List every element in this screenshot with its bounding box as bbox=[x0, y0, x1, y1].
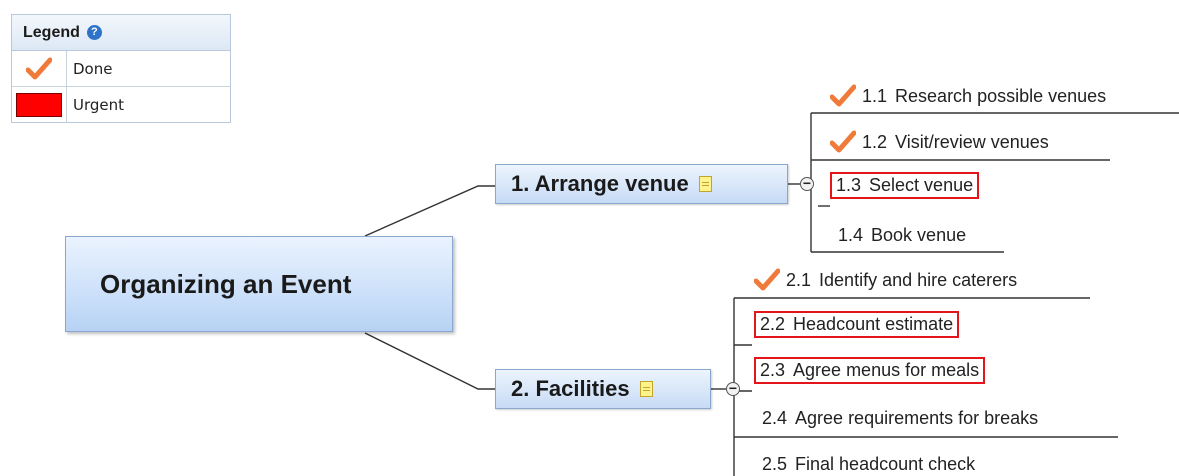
subtopic-number: 1.3 bbox=[836, 175, 862, 195]
collapse-toggle-topic-2[interactable]: − bbox=[726, 381, 740, 396]
subtopic-label: Book venue bbox=[871, 225, 967, 245]
subtopic-number: 2.1 bbox=[786, 269, 812, 290]
subtopic-2-4[interactable]: 2.4 Agree requirements for breaks bbox=[762, 408, 1038, 429]
subtopic-number: 2.3 bbox=[760, 360, 786, 380]
legend-label-urgent: Urgent bbox=[73, 95, 125, 114]
topic-label: 2. Facilities bbox=[511, 376, 630, 401]
topic-arrange-venue[interactable]: 1. Arrange venue bbox=[495, 164, 788, 204]
check-icon bbox=[754, 268, 780, 291]
topic-facilities[interactable]: 2. Facilities bbox=[495, 369, 711, 409]
help-icon[interactable]: ? bbox=[86, 25, 102, 40]
subtopic-label: Agree requirements for breaks bbox=[795, 408, 1039, 428]
subtopic-label: Research possible venues bbox=[895, 85, 1107, 106]
subtopic-label: Agree menus for meals bbox=[793, 360, 980, 380]
subtopic-2-2[interactable]: 2.2 Headcount estimate bbox=[753, 311, 960, 338]
subtopic-2-1[interactable]: 2.1 Identify and hire caterers bbox=[754, 268, 1017, 292]
subtopic-label: Select venue bbox=[869, 175, 974, 195]
legend-label-done: Done bbox=[73, 59, 113, 78]
subtopic-1-4[interactable]: 1.4 Book venue bbox=[838, 225, 966, 246]
connector-central-to-topic-1 bbox=[364, 185, 495, 237]
subtopic-number: 1.2 bbox=[862, 131, 888, 152]
subtopic-2-3[interactable]: 2.3 Agree menus for meals bbox=[753, 357, 986, 384]
check-icon bbox=[26, 57, 52, 79]
legend-title: Legend bbox=[23, 23, 80, 41]
subtopic-number: 2.4 bbox=[762, 408, 788, 428]
subtopic-1-2[interactable]: 1.2 Visit/review venues bbox=[830, 130, 1049, 154]
legend-row-urgent: Urgent bbox=[12, 87, 230, 122]
note-icon[interactable] bbox=[698, 176, 712, 192]
check-icon bbox=[830, 84, 856, 107]
legend-row-done: Done bbox=[12, 51, 230, 87]
subtopic-2-5[interactable]: 2.5 Final headcount check bbox=[762, 454, 975, 475]
topic-label: 1. Arrange venue bbox=[511, 171, 689, 196]
legend-panel: Legend ? Done Urgent bbox=[11, 14, 231, 123]
subtopic-1-1[interactable]: 1.1 Research possible venues bbox=[830, 84, 1106, 108]
urgent-swatch bbox=[16, 92, 62, 117]
subtopic-label: Final headcount check bbox=[795, 454, 976, 474]
subtopic-1-3[interactable]: 1.3 Select venue bbox=[829, 172, 980, 199]
connector-central-to-topic-2 bbox=[364, 332, 495, 390]
subtopic-label: Visit/review venues bbox=[895, 131, 1049, 152]
subtopic-label: Identify and hire caterers bbox=[819, 269, 1018, 290]
subtopic-label: Headcount estimate bbox=[793, 314, 954, 334]
central-topic[interactable]: Organizing an Event bbox=[65, 236, 453, 332]
legend-header: Legend ? bbox=[12, 15, 230, 51]
collapse-toggle-topic-1[interactable]: − bbox=[800, 176, 814, 191]
subtopic-number: 1.4 bbox=[838, 225, 864, 245]
subtopic-number: 2.5 bbox=[762, 454, 788, 474]
check-icon bbox=[830, 130, 856, 153]
note-icon[interactable] bbox=[639, 381, 653, 397]
subtopic-number: 1.1 bbox=[862, 85, 888, 106]
subtopic-number: 2.2 bbox=[760, 314, 786, 334]
